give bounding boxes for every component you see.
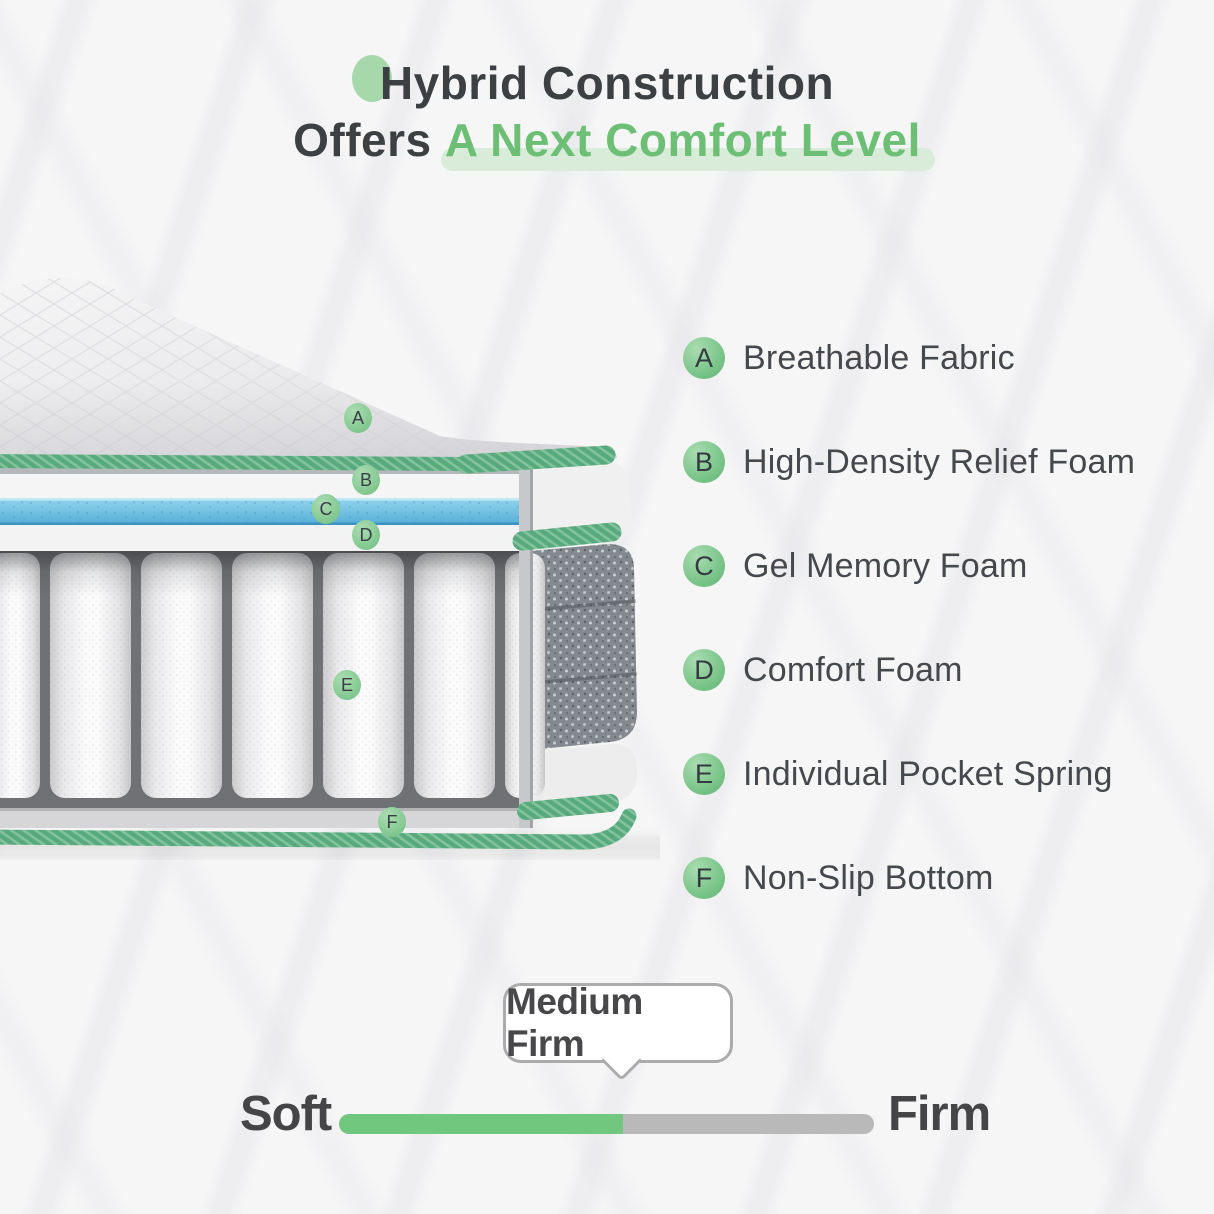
gel-memory-foam-layer — [0, 498, 533, 525]
title-highlight-bar — [440, 147, 935, 171]
legend-label-e: Individual Pocket Spring — [743, 754, 1113, 793]
cut-inner-wall — [519, 464, 533, 828]
legend-badge-b: B — [683, 441, 725, 483]
layer-marker-d: D — [352, 520, 380, 550]
legend-label-d: Comfort Foam — [743, 650, 963, 689]
legend-badge-e: E — [683, 753, 725, 795]
legend-row-a: A Breathable Fabric — [683, 337, 1135, 379]
mattress-cutaway-illustration — [0, 277, 660, 854]
legend-label-f: Non-Slip Bottom — [743, 858, 994, 897]
layer-legend: A Breathable Fabric B High-Density Relie… — [683, 337, 1135, 961]
mattress-front-face — [0, 464, 545, 828]
title-line2-prefix: Offers — [293, 113, 445, 166]
legend-row-c: C Gel Memory Foam — [683, 545, 1135, 587]
firmness-value-text: Medium Firm — [506, 981, 643, 1064]
firmness-label-soft: Soft — [240, 1087, 332, 1141]
firmness-bar-fill — [339, 1114, 623, 1134]
legend-badge-d: D — [683, 649, 725, 691]
legend-badge-f: F — [683, 857, 725, 899]
title-accent-dot — [352, 55, 392, 102]
page-title-line-2: Offers A Next Comfort Level — [0, 113, 1214, 171]
firmness-bar — [339, 1114, 874, 1134]
title-line2-highlight-text: A Next Comfort Level — [444, 113, 921, 166]
layer-marker-f: F — [378, 807, 406, 837]
legend-badge-a: A — [683, 337, 725, 379]
legend-row-b: B High-Density Relief Foam — [683, 441, 1135, 483]
layer-marker-b: B — [352, 465, 380, 495]
legend-row-d: D Comfort Foam — [683, 649, 1135, 691]
layer-marker-e: E — [333, 670, 361, 700]
firmness-label-firm: Firm — [888, 1087, 991, 1141]
title-block: Hybrid Construction Offers A Next Comfor… — [0, 55, 1214, 171]
title-line2-highlight-wrap: A Next Comfort Level — [440, 113, 935, 171]
legend-label-a: Breathable Fabric — [743, 338, 1015, 377]
legend-badge-c: C — [683, 545, 725, 587]
legend-row-f: F Non-Slip Bottom — [683, 857, 1135, 899]
page-title-line-1: Hybrid Construction — [379, 57, 835, 109]
mattress-green-piping — [0, 445, 637, 850]
pocket-springs — [0, 551, 545, 798]
legend-row-e: E Individual Pocket Spring — [683, 753, 1135, 795]
relief-foam-layer — [0, 474, 533, 498]
comfort-foam-layer — [0, 525, 533, 551]
firmness-value-bubble: Medium Firm — [503, 981, 733, 1082]
layer-marker-c: C — [312, 494, 340, 524]
layer-marker-a: A — [344, 403, 372, 433]
mattress-top-surface — [0, 277, 617, 465]
legend-label-b: High-Density Relief Foam — [743, 442, 1136, 481]
legend-label-c: Gel Memory Foam — [743, 546, 1028, 585]
